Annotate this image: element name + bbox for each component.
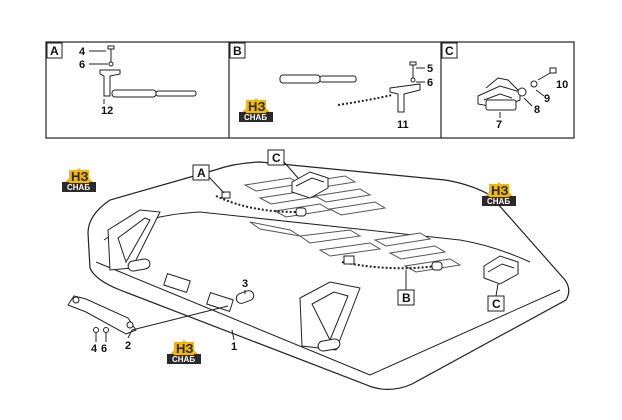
callout-a-12: 12 — [101, 105, 113, 117]
panel-c-key: C — [445, 44, 454, 58]
callout-3: 3 — [242, 278, 248, 290]
svg-text:НЗ: НЗ — [71, 169, 89, 184]
callout-b-6: 6 — [427, 77, 433, 89]
callout-b-5: 5 — [427, 63, 433, 75]
tag-c-top: C — [272, 151, 281, 165]
callout-1: 1 — [231, 341, 237, 353]
tag-a: A — [197, 166, 206, 180]
callout-4: 4 — [91, 343, 98, 355]
brand-logo: НЗ СНАБ — [239, 98, 273, 122]
svg-text:НЗ: НЗ — [491, 183, 509, 198]
callout-6: 6 — [101, 343, 107, 355]
callout-c-8: 8 — [534, 104, 540, 116]
brand-logo-bottom: НЗ СНАБ — [167, 340, 201, 364]
tag-b: B — [402, 291, 411, 305]
brand-logo-left: НЗ СНАБ — [62, 168, 96, 192]
tag-c-right: C — [492, 297, 501, 311]
logo-letters: НЗ — [248, 99, 266, 114]
panel-a-key: A — [50, 44, 59, 58]
detail-panel-c: C 10 9 8 7 — [441, 42, 568, 131]
brand-logo-right: НЗ СНАБ — [482, 182, 516, 206]
svg-text:СНАБ: СНАБ — [67, 183, 90, 192]
callout-c-7: 7 — [496, 119, 502, 131]
callout-2: 2 — [125, 340, 131, 352]
callout-a-4: 4 — [79, 46, 86, 58]
svg-text:СНАБ: СНАБ — [172, 355, 195, 364]
detail-panels: A 4 6 12 B — [45, 41, 575, 139]
callout-b-11: 11 — [397, 119, 409, 131]
logo-word: СНАБ — [244, 113, 267, 122]
roof-assembly — [67, 161, 570, 390]
detail-panel-a: A 4 6 12 — [46, 42, 197, 117]
callout-a-6: 6 — [79, 59, 85, 71]
panel-b-key: B — [233, 44, 242, 58]
callout-c-9: 9 — [544, 93, 550, 105]
callout-c-10: 10 — [556, 79, 568, 91]
svg-text:НЗ: НЗ — [176, 341, 194, 356]
main-callouts: A C B C 1 2 3 4 6 — [91, 149, 505, 355]
detail-panel-b: B 5 6 11 — [229, 42, 433, 131]
svg-text:СНАБ: СНАБ — [487, 197, 510, 206]
